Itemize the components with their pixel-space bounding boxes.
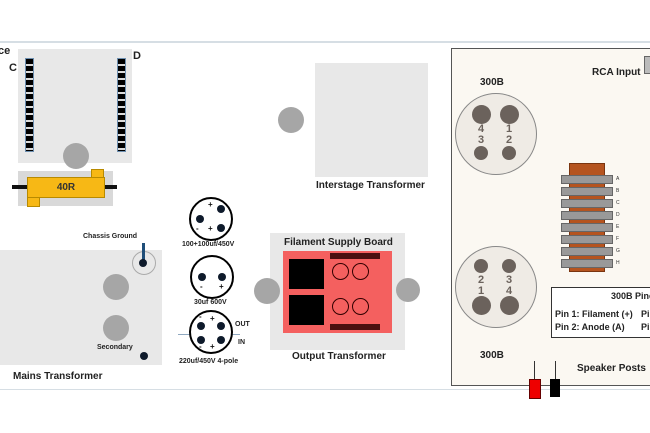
capacitor-1-label: 100+100uf/450V [182, 241, 235, 248]
terminal-strip-c [25, 58, 34, 152]
mains-transformer-label: Mains Transformer [13, 371, 103, 382]
interstage-hole [278, 107, 304, 133]
capacitor-3: -+-+ [189, 310, 233, 354]
terminal-letter: C [616, 200, 620, 206]
choke-d-label: D [133, 50, 141, 62]
pinout-line-2: Pin 2: Anode (A) [555, 322, 625, 332]
out-label: OUT [235, 321, 250, 328]
secondary-label: Secondary [97, 344, 133, 351]
tube-1-label: 300B [480, 77, 504, 88]
choke-hole [63, 143, 89, 169]
terminal-lug [561, 187, 613, 196]
capacitor-2-label: 30uf 600V [194, 299, 227, 306]
terminal-letter: E [616, 224, 620, 230]
interstage-label: Interstage Transformer [316, 180, 425, 191]
terminal-lug [561, 175, 613, 184]
speaker-post-wire [534, 361, 535, 381]
tube-2-label: 300B [480, 350, 504, 361]
pinout-title: 300B Pino [611, 291, 650, 301]
output-transformer-label: Output Transformer [292, 351, 386, 362]
speaker-posts-label: Speaker Posts [577, 363, 646, 374]
terminal-strip-d [117, 58, 126, 152]
terminal-letter: F [616, 236, 620, 242]
terminal-lug [561, 235, 613, 244]
secondary-point [140, 352, 148, 360]
pinout-line-3: Pi [641, 309, 650, 319]
mains-hole [103, 315, 129, 341]
chassis-ground-wire [142, 243, 145, 261]
terminal-lug [561, 199, 613, 208]
terminal-letter: A [616, 176, 620, 182]
rca-input-label: RCA Input [592, 67, 641, 78]
resistor-body: 40R [27, 177, 105, 198]
speaker-post-red[interactable] [529, 379, 541, 399]
terminal-lug [561, 211, 613, 220]
output-hole-right [396, 278, 420, 302]
filament-board-title: Filament Supply Board [284, 237, 393, 248]
bottom-rule [0, 389, 650, 390]
capacitor-2: -+ [190, 255, 234, 299]
chassis-ground-label: Chassis Ground [83, 233, 138, 240]
rca-connector [644, 56, 650, 74]
terminal-lug [561, 247, 613, 256]
pinout-line-4: Pi [641, 322, 650, 332]
terminal-letter: G [616, 248, 620, 254]
mains-hole [103, 274, 129, 300]
top-rule [0, 41, 650, 43]
output-hole-left [254, 278, 280, 304]
capacitor-1: +-+ [189, 197, 233, 241]
terminal-letter: H [616, 260, 620, 266]
terminal-letter: B [616, 188, 620, 194]
pinout-line-1: Pin 1: Filament (+) [555, 309, 633, 319]
speaker-post-wire [555, 361, 556, 381]
choke-c-label: C [9, 62, 17, 74]
terminal-lug [561, 223, 613, 232]
in-label: IN [238, 339, 245, 346]
choke-label: ce [0, 45, 11, 57]
pinout-box [551, 287, 650, 338]
filament-supply-board [283, 251, 392, 333]
chassis-ground-point [139, 259, 147, 267]
terminal-lug [561, 259, 613, 268]
speaker-post-black[interactable] [550, 379, 560, 397]
interstage-transformer [315, 63, 428, 177]
capacitor-3-label: 220uf/450V 4-pole [179, 358, 239, 365]
terminal-letter: D [616, 212, 620, 218]
